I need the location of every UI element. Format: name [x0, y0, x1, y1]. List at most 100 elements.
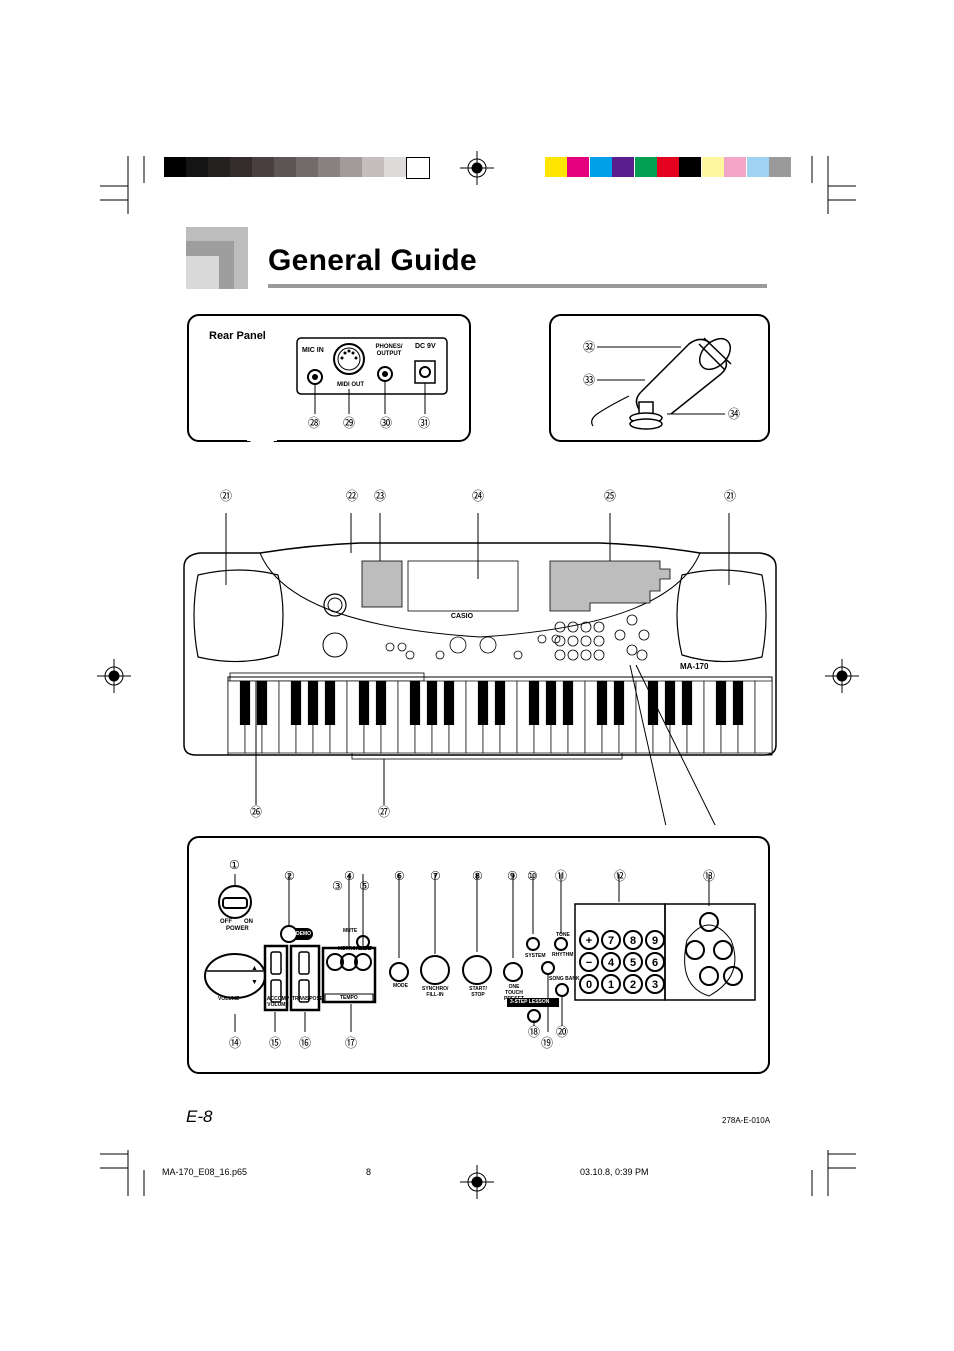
numpad-key-mini: [593, 635, 605, 647]
callout-26: ㉖: [250, 805, 263, 819]
callout-28: ㉘: [308, 416, 321, 430]
numpad-key[interactable]: 3: [645, 974, 665, 994]
numpad-key-mini: [580, 621, 592, 633]
numpad-key[interactable]: 1: [601, 974, 621, 994]
callout-22: ㉒: [346, 489, 359, 503]
synchro-fill-in-label: SYNCHRO/ FILL-IN: [422, 986, 449, 998]
numpad-key[interactable]: 6: [645, 952, 665, 972]
step-lesson-label: 3-STEP LESSON: [510, 999, 550, 1005]
color-swatch: [612, 157, 635, 177]
tone-button-detail: [541, 961, 555, 975]
callout-16: ⑯: [299, 1036, 312, 1050]
gray-swatch: [208, 157, 230, 177]
numpad-key[interactable]: 5: [623, 952, 643, 972]
start-stop-label: START/ STOP: [469, 986, 487, 998]
one-touch-preset-label: ONE TOUCH PRESET: [503, 984, 524, 1002]
callout-33: ㉝: [583, 373, 596, 387]
metronome-label: METRONOME: [338, 946, 372, 952]
one-touch-preset-button-detail: [503, 962, 523, 982]
control-panel-detail-box: [187, 836, 770, 1074]
footer-filename: MA-170_E08_16.p65: [162, 1167, 248, 1177]
numpad-key[interactable]: 8: [623, 930, 643, 950]
color-swatch: [724, 157, 747, 177]
black-key: [613, 681, 625, 725]
callout-13: ⑬: [703, 869, 716, 883]
svg-text:▼: ▼: [251, 979, 258, 986]
numpad-key[interactable]: 9: [645, 930, 665, 950]
step-lesson-bar: [507, 998, 559, 1007]
page-title: General Guide: [268, 244, 477, 277]
numpad-key-label: −: [586, 957, 592, 969]
numpad-key-label: 3: [652, 979, 658, 991]
color-swatch: [657, 157, 679, 177]
callout-6: ⑥: [394, 869, 405, 883]
numpad-key[interactable]: 4: [601, 952, 621, 972]
numpad-key-mini: [580, 649, 592, 661]
callout-7: ⑦: [430, 869, 441, 883]
numpad-key-shape: [623, 930, 643, 950]
numpad-key-shape: [645, 930, 665, 950]
black-key: [545, 681, 557, 725]
numpad-key-shape: [623, 952, 643, 972]
numpad-key-label: 8: [630, 935, 636, 947]
color-swatch: [769, 157, 791, 177]
numpad-key-shape: [623, 974, 643, 994]
black-key: [647, 681, 659, 725]
callout-9: ⑨: [507, 869, 518, 883]
numpad-key-label: +: [586, 935, 592, 947]
callout-27: ㉗: [378, 805, 391, 819]
page-number: E-8: [186, 1107, 213, 1126]
demo-label: DEMO: [296, 931, 311, 937]
numpad-key-shape: [601, 952, 621, 972]
numpad-key[interactable]: +: [579, 930, 599, 950]
callout-8: ⑧: [472, 869, 483, 883]
footer-timestamp: 03.10.8, 0:39 PM: [580, 1167, 649, 1177]
volume-knob: [322, 632, 348, 658]
black-key: [358, 681, 370, 725]
color-swatch: [634, 157, 657, 177]
numpad-key[interactable]: 0: [579, 974, 599, 994]
lcd-display: [407, 560, 519, 612]
dc-in-jack: [414, 360, 436, 384]
numpad-key-shape: [601, 930, 621, 950]
rhythm-label: RHYTHM: [552, 952, 574, 958]
gray-swatch: [406, 157, 430, 179]
callout-31: ㉛: [418, 416, 431, 430]
numpad-key[interactable]: 7: [601, 930, 621, 950]
numpad-key-label: 0: [586, 979, 592, 991]
black-key: [324, 681, 336, 725]
numpad-key[interactable]: 2: [623, 974, 643, 994]
volume-label: VOLUME: [218, 996, 240, 1002]
black-key: [426, 681, 438, 725]
tempo-label: TEMPO: [340, 995, 358, 1001]
gray-swatch: [362, 157, 384, 177]
color-swatch: [679, 157, 702, 177]
color-swatch: [589, 157, 612, 177]
registration-mark-left: [97, 659, 131, 693]
song-bank-label: SONG BANK: [549, 976, 580, 982]
tempo-down-detail: [326, 953, 344, 971]
numpad-key[interactable]: −: [579, 952, 599, 972]
title-underline: [268, 284, 767, 288]
power-switch-detail: [218, 885, 252, 919]
numpad-key-mini: [567, 649, 579, 661]
numpad-key-mini: [593, 649, 605, 661]
callout-1: ①: [229, 858, 240, 872]
numpad-key-mini: [567, 621, 579, 633]
callout-4: ④: [344, 869, 355, 883]
callout-3: ③: [332, 879, 343, 893]
black-key: [681, 681, 693, 725]
numpad-key-shape: [579, 952, 599, 972]
callout-18: ⑱: [528, 1025, 541, 1039]
mic-in-label: MIC IN: [302, 347, 324, 354]
numpad-key-shape: [579, 930, 599, 950]
start-stop-button-detail: [462, 955, 492, 985]
gray-swatch: [318, 157, 340, 177]
callout-21-left: ㉑: [220, 489, 233, 503]
synchro-fill-in-button-detail: [420, 955, 450, 985]
tone-label: TONE: [556, 932, 570, 938]
midi-out-label: MIDI OUT: [337, 382, 364, 388]
mute-label: MUTE: [343, 928, 358, 934]
black-key: [409, 681, 421, 725]
